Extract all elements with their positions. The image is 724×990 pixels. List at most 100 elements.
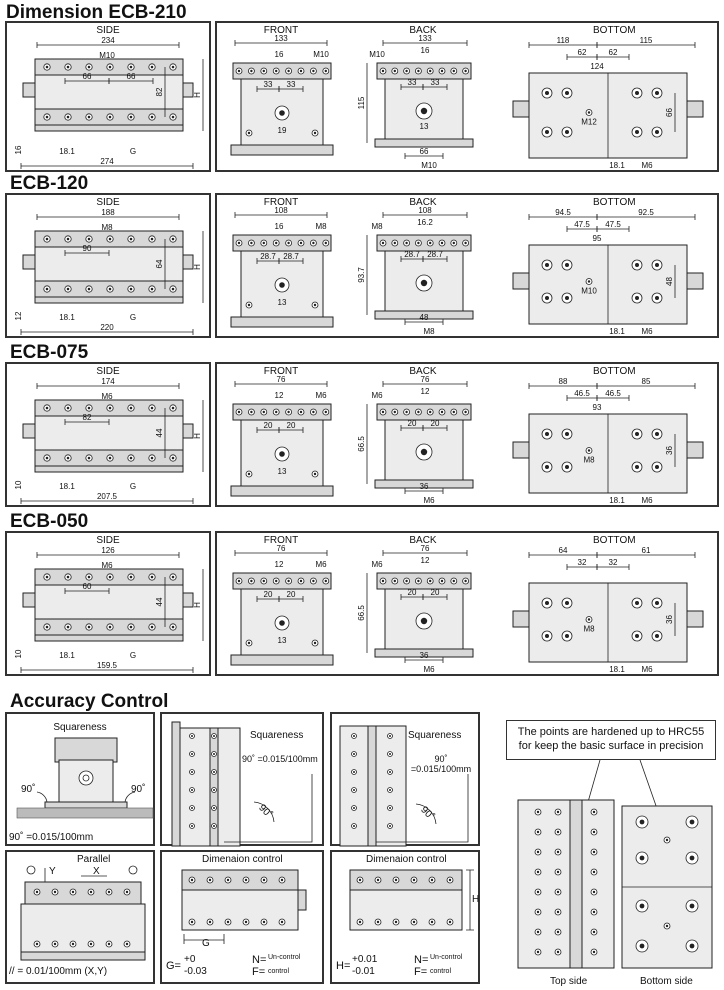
- bottom-hole: [631, 630, 643, 642]
- top-side-hole: [554, 808, 562, 816]
- accuracy-hole: [351, 733, 357, 739]
- accuracy-hole: [189, 787, 195, 793]
- top-side-hole: [534, 948, 542, 956]
- dim-hole: [188, 918, 196, 926]
- angle-90-left: 90˚: [21, 784, 36, 795]
- front-hole: [297, 408, 305, 416]
- bottom-half-1: 47.5: [574, 220, 590, 229]
- side-gauge-label: G: [130, 651, 136, 660]
- side-top-hole: [43, 63, 51, 71]
- top-side-hole: [554, 908, 562, 916]
- back-width: 76: [421, 375, 430, 384]
- dim-hole: [374, 918, 382, 926]
- top-side-hole: [534, 888, 542, 896]
- front-hole: [272, 67, 280, 75]
- side-bottom-hole: [85, 113, 93, 121]
- bottom-hole: [651, 630, 663, 642]
- back-bottom-thread: M6: [423, 665, 435, 674]
- side-bottom-hole: [64, 454, 72, 462]
- back-hole: [438, 577, 446, 585]
- squareness-side-drawing: [171, 721, 313, 847]
- back-height: 93.7: [357, 267, 366, 283]
- bottom-half-1: 32: [578, 558, 587, 567]
- back-hole: [414, 577, 422, 585]
- accuracy-squareness-side2-panel: Squareness 90˚ =0.015/100mm 90˚: [330, 712, 480, 847]
- title-ecb-075: ECB-075: [10, 342, 89, 363]
- dim-hole: [206, 918, 214, 926]
- bottom-half-2: 32: [609, 558, 618, 567]
- front-corner-hole: [245, 470, 253, 478]
- hardened-note-box: The points are hardened up to HRC55 for …: [506, 720, 716, 760]
- side-gauge-label: G: [130, 482, 136, 491]
- front-width: 108: [274, 206, 288, 215]
- accuracy-hole: [189, 769, 195, 775]
- side-overall-length: 234: [101, 36, 115, 45]
- back-bottom-pitch: 36: [420, 482, 429, 491]
- side-bottom-hole: [169, 285, 177, 293]
- side-top-hole: [148, 573, 156, 581]
- top-side-drawing: [517, 799, 615, 970]
- front-hole: [248, 67, 255, 75]
- h-minus: -0.01: [352, 966, 375, 977]
- side-bottom-hole: [43, 113, 51, 121]
- f-label-2: F=: [414, 966, 428, 978]
- bottom-hole: [631, 461, 643, 473]
- front-corner-hole: [245, 129, 253, 137]
- front-hole: [310, 67, 317, 75]
- n-text-1: Un-control: [268, 954, 301, 961]
- back-hole: [450, 67, 458, 75]
- accuracy-hole: [189, 823, 195, 829]
- h-letter: H: [472, 894, 480, 905]
- front-center-hole-dim: 13: [278, 636, 287, 645]
- side-left-height: 10: [14, 480, 23, 489]
- bottom-left-dim: 94.5: [555, 208, 571, 217]
- bottom-side-svg: [621, 805, 713, 969]
- title-ecb-050: ECB-050: [10, 511, 89, 532]
- top-side-hole: [554, 928, 562, 936]
- squareness-tolerance-3: 90˚ =0.015/100mm: [410, 754, 472, 774]
- dim-hole: [278, 876, 286, 884]
- back-hole: [462, 408, 470, 416]
- front-hole: [310, 408, 317, 416]
- parallel-hole: [69, 888, 77, 896]
- side-edge-dim: 18.1: [59, 147, 75, 156]
- dim-hole: [410, 876, 418, 884]
- front-hole: [297, 239, 305, 247]
- bottom-hole: [651, 428, 663, 440]
- front-center-hole-dim: 19: [278, 126, 287, 135]
- front-thread: M6: [315, 560, 327, 569]
- back-hole: [391, 577, 399, 585]
- side-left-height: 12: [14, 311, 23, 320]
- bottom-center-dim: 95: [593, 234, 602, 243]
- accuracy-hole: [211, 733, 217, 739]
- bottom-hole: [541, 87, 553, 99]
- front-hole: [322, 239, 330, 247]
- bottom-side-hole: [663, 922, 671, 930]
- squareness-tolerance-2: 90˚ =0.015/100mm: [242, 754, 318, 764]
- back-hole: [414, 67, 422, 75]
- bottom-side-hole: [635, 939, 649, 953]
- bottom-hole: [651, 597, 663, 609]
- bottom-inner-dim: 48: [665, 277, 674, 286]
- accuracy-hole: [211, 769, 217, 775]
- top-side-label: Top side: [550, 976, 588, 987]
- side-bottom-hole: [106, 285, 114, 293]
- dim-hole: [410, 918, 418, 926]
- note-line-1: The points are hardened up to HRC55: [517, 726, 705, 738]
- back-hole: [391, 67, 399, 75]
- side-spacing-1: 82: [83, 413, 92, 422]
- dim-hole: [356, 876, 364, 884]
- front-width: 76: [277, 544, 286, 553]
- dim-hole: [188, 876, 196, 884]
- back-view-label: BACK: [409, 25, 437, 36]
- back-hole: [462, 239, 470, 247]
- back-pitch-1: 20: [408, 588, 417, 597]
- bottom-side-hole: [663, 836, 671, 844]
- side-bottom-hole: [127, 285, 135, 293]
- accuracy-dimension-h-panel: Dimenaion control H H= +0.01 -0.01 N= Un…: [330, 850, 480, 984]
- squareness-label-2: Squareness: [250, 730, 304, 741]
- bottom-thread-label: M12: [581, 118, 597, 127]
